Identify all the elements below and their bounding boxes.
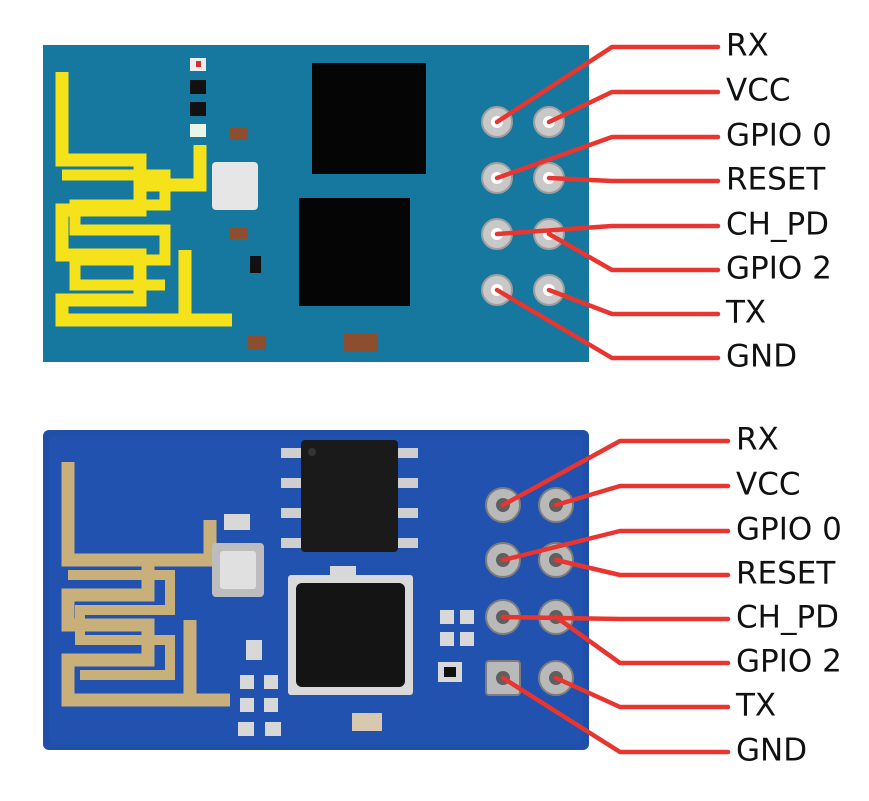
top-crystal (212, 162, 258, 210)
bottom-flash-chip (281, 440, 418, 552)
bottom-mcu-chip (288, 575, 413, 695)
bottom-leader-reset (553, 557, 731, 578)
bottom-smd-1 (224, 514, 250, 530)
top-smd-black-2 (190, 102, 206, 116)
top-smd-brown-3 (248, 336, 266, 350)
bottom-label-rx: RX (736, 422, 779, 458)
bottom-smd-9 (352, 713, 382, 731)
top-leader-gpio-0 (494, 134, 721, 181)
top-smd-brown-1 (230, 128, 248, 140)
top-mcu-chip (299, 198, 410, 306)
top-smd-black-1 (190, 80, 206, 94)
bottom-label-gpio2: GPIO 2 (736, 644, 842, 680)
top-leader-ch-pd (494, 223, 721, 237)
bottom-label-gpio0: GPIO 0 (736, 512, 842, 548)
bottom-leader-gnd (500, 675, 731, 755)
top-pin-labels: RX VCC GPIO 0 RESET CH_PD GPIO 2 TX GND (725, 28, 832, 375)
bottom-leader-ch-pd (500, 614, 731, 622)
top-leader-rx (494, 44, 721, 125)
bottom-smd-4 (264, 675, 278, 689)
top-smd-brown-2 (230, 228, 248, 239)
bottom-smd-10 (440, 610, 454, 624)
top-leader-lines (494, 44, 721, 361)
bottom-label-ch-pd: CH_PD (736, 600, 839, 636)
bottom-antenna-trace (61, 462, 230, 707)
top-leader-gnd (494, 287, 721, 361)
top-label-rx: RX (726, 28, 769, 64)
top-antenna-serpentine (62, 169, 171, 291)
top-smd-black-3 (250, 256, 261, 273)
bottom-leader-gpio-2 (553, 614, 731, 666)
bottom-smd-6 (264, 698, 278, 712)
bottom-leader-lines (500, 438, 731, 755)
top-label-ch-pd: CH_PD (726, 207, 829, 243)
bottom-smd-15 (330, 566, 356, 578)
top-leader-gpio-2 (546, 231, 721, 273)
top-label-gpio2: GPIO 2 (726, 251, 832, 287)
top-module (43, 45, 589, 362)
bottom-label-tx: TX (735, 688, 776, 724)
bottom-smd-3 (240, 675, 254, 689)
bottom-label-vcc: VCC (736, 467, 801, 503)
top-leader-vcc (546, 89, 721, 125)
bottom-leader-vcc (553, 483, 731, 508)
top-leader-tx (546, 287, 721, 317)
bottom-smd-5 (240, 698, 254, 712)
bottom-label-reset: RESET (736, 556, 836, 592)
bottom-leader-gpio-0 (500, 528, 731, 563)
top-label-vcc: VCC (726, 73, 791, 109)
bottom-module (43, 430, 589, 750)
bottom-smd-13 (460, 632, 474, 646)
top-label-reset: RESET (726, 162, 826, 198)
top-led-dot (196, 61, 201, 67)
top-flash-chip (312, 63, 426, 174)
bottom-smd-7 (238, 722, 254, 736)
top-led-2 (190, 124, 206, 137)
top-label-tx: TX (725, 295, 766, 331)
bottom-antenna-serpentine (68, 570, 175, 680)
bottom-smd-11 (460, 610, 474, 624)
bottom-label-gnd: GND (736, 733, 807, 769)
bottom-pin-labels: RX VCC GPIO 0 RESET CH_PD GPIO 2 TX GND (735, 422, 842, 769)
top-label-gnd: GND (726, 339, 797, 375)
top-label-gpio0: GPIO 0 (726, 118, 832, 154)
bottom-smd-8 (265, 722, 281, 736)
bottom-smd-12 (440, 632, 454, 646)
bottom-smd-2 (246, 640, 262, 660)
bottom-crystal-top (220, 551, 256, 589)
top-leader-reset (546, 175, 721, 184)
top-smd-brown-4 (344, 334, 378, 352)
bottom-smd-14-body (444, 667, 456, 677)
bottom-leader-rx (500, 438, 731, 508)
bottom-leader-tx (553, 675, 731, 710)
